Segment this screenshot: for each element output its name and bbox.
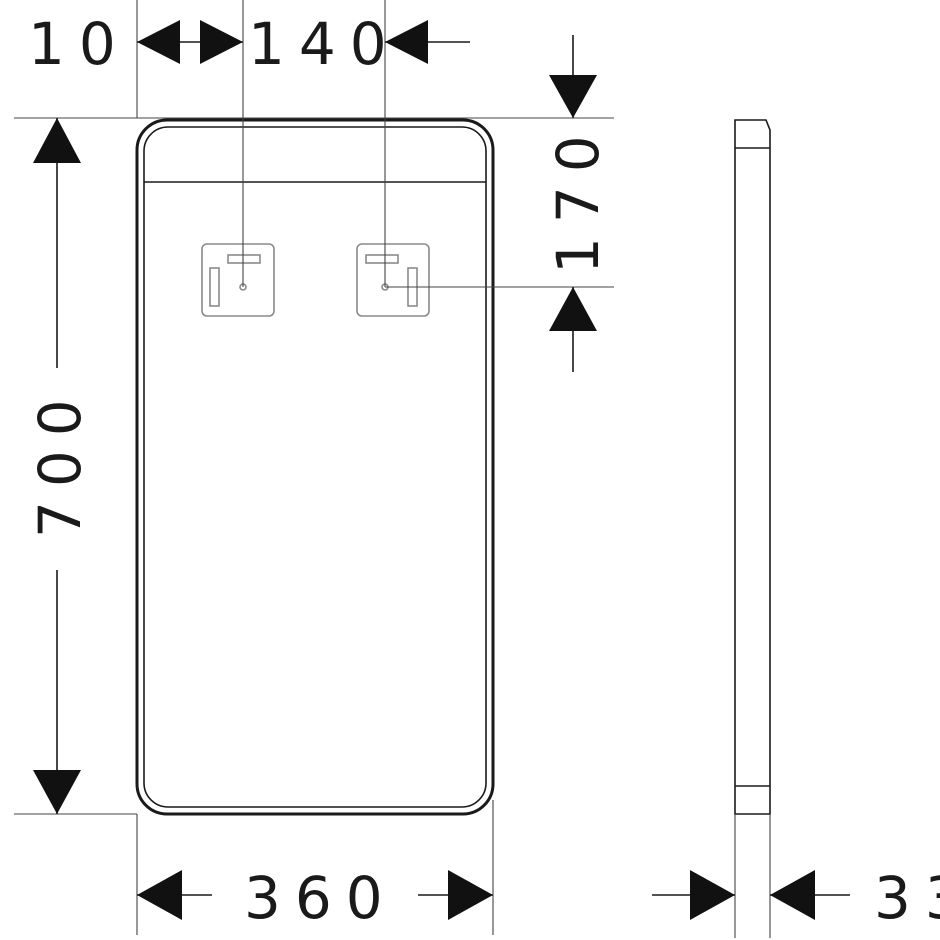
mirror-side-view	[734, 119, 771, 938]
dim-bracket-spacing: 140	[248, 10, 401, 78]
arrow-head	[690, 870, 735, 920]
mounting-bracket-right	[356, 243, 430, 317]
dim-width: 360	[244, 864, 397, 932]
mirror-outer-frame	[135, 118, 495, 816]
arrow-head	[770, 870, 815, 920]
dimension-hook-height: 170	[385, 35, 614, 372]
arrow-head	[200, 20, 243, 64]
arrow-head	[33, 770, 81, 814]
dim-hook-from-top: 170	[544, 121, 612, 274]
dimension-top: 10 140	[28, 0, 470, 287]
dim-depth: 33	[874, 864, 940, 932]
arrow-head	[549, 287, 597, 331]
mirror-inner-frame	[143, 126, 487, 808]
arrow-head	[549, 75, 597, 118]
arrow-head	[137, 870, 182, 920]
dim-left-offset: 10	[28, 10, 130, 78]
mirror-front-view	[135, 118, 495, 816]
dimension-depth: 33	[652, 864, 940, 932]
dimension-width: 360	[136, 800, 494, 935]
dimension-height: 700	[14, 117, 614, 815]
mounting-bracket-left	[201, 243, 275, 317]
arrow-head	[137, 20, 180, 64]
dim-height: 700	[26, 385, 94, 538]
arrow-head	[448, 870, 493, 920]
arrow-head	[385, 20, 428, 64]
arrow-head	[33, 118, 81, 163]
